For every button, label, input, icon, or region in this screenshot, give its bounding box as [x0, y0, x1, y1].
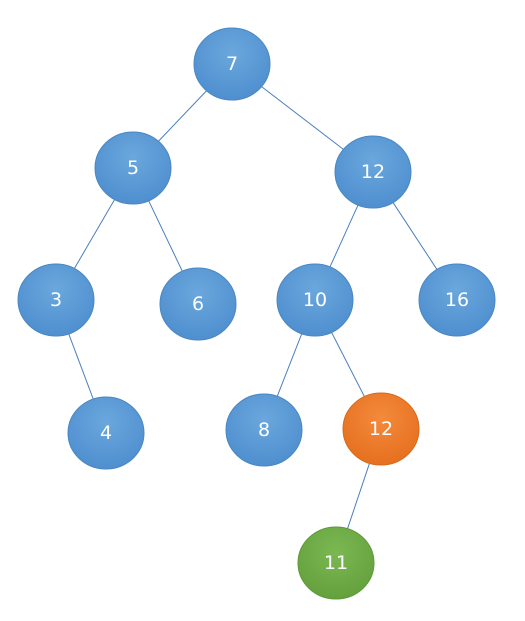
- node-label: 11: [324, 552, 348, 574]
- tree-node-n6: 6: [159, 267, 237, 341]
- edges-layer: [68, 86, 438, 529]
- edge-n5-n3: [73, 199, 116, 269]
- edge-n5-n6: [148, 200, 183, 272]
- node-circle: [342, 392, 420, 466]
- edge-n12-n16: [392, 202, 438, 270]
- node-label: 16: [445, 289, 469, 311]
- tree-node-n16: 16: [418, 263, 496, 337]
- node-circle: [418, 263, 496, 337]
- tree-node-n8: 8: [225, 393, 303, 467]
- node-circle: [159, 267, 237, 341]
- edge-n10-n8: [276, 333, 303, 397]
- edge-n3-n4: [68, 333, 94, 400]
- edge-n7-n12: [261, 86, 344, 150]
- tree-node-n11: 11: [297, 526, 375, 600]
- node-label: 10: [303, 289, 327, 311]
- tree-node-n3: 3: [17, 263, 95, 337]
- node-label: 6: [192, 293, 204, 315]
- edge-n7-n5: [158, 90, 207, 142]
- edge-n12-n10: [329, 204, 359, 268]
- node-circle: [225, 393, 303, 467]
- node-label: 5: [127, 157, 139, 179]
- node-label: 7: [226, 53, 238, 75]
- node-circle: [297, 526, 375, 600]
- edge-n10-n12b: [331, 332, 365, 397]
- node-circle: [67, 396, 145, 470]
- tree-node-n7: 7: [193, 27, 271, 101]
- tree-node-n5: 5: [94, 131, 172, 205]
- node-label: 12: [369, 418, 393, 440]
- tree-node-n10: 10: [276, 263, 354, 337]
- edge-n12b-n11: [347, 463, 370, 529]
- node-label: 12: [361, 161, 385, 183]
- node-circle: [334, 135, 412, 209]
- tree-node-n4: 4: [67, 396, 145, 470]
- node-circle: [193, 27, 271, 101]
- tree-node-n12b: 12: [342, 392, 420, 466]
- tree-node-n12: 12: [334, 135, 412, 209]
- node-circle: [17, 263, 95, 337]
- node-label: 4: [100, 422, 112, 444]
- node-circle: [94, 131, 172, 205]
- nodes-layer: 7 5 12 3 6 10 16 4 8 12 11: [17, 27, 496, 600]
- node-label: 8: [258, 419, 270, 441]
- node-circle: [276, 263, 354, 337]
- node-label: 3: [50, 289, 62, 311]
